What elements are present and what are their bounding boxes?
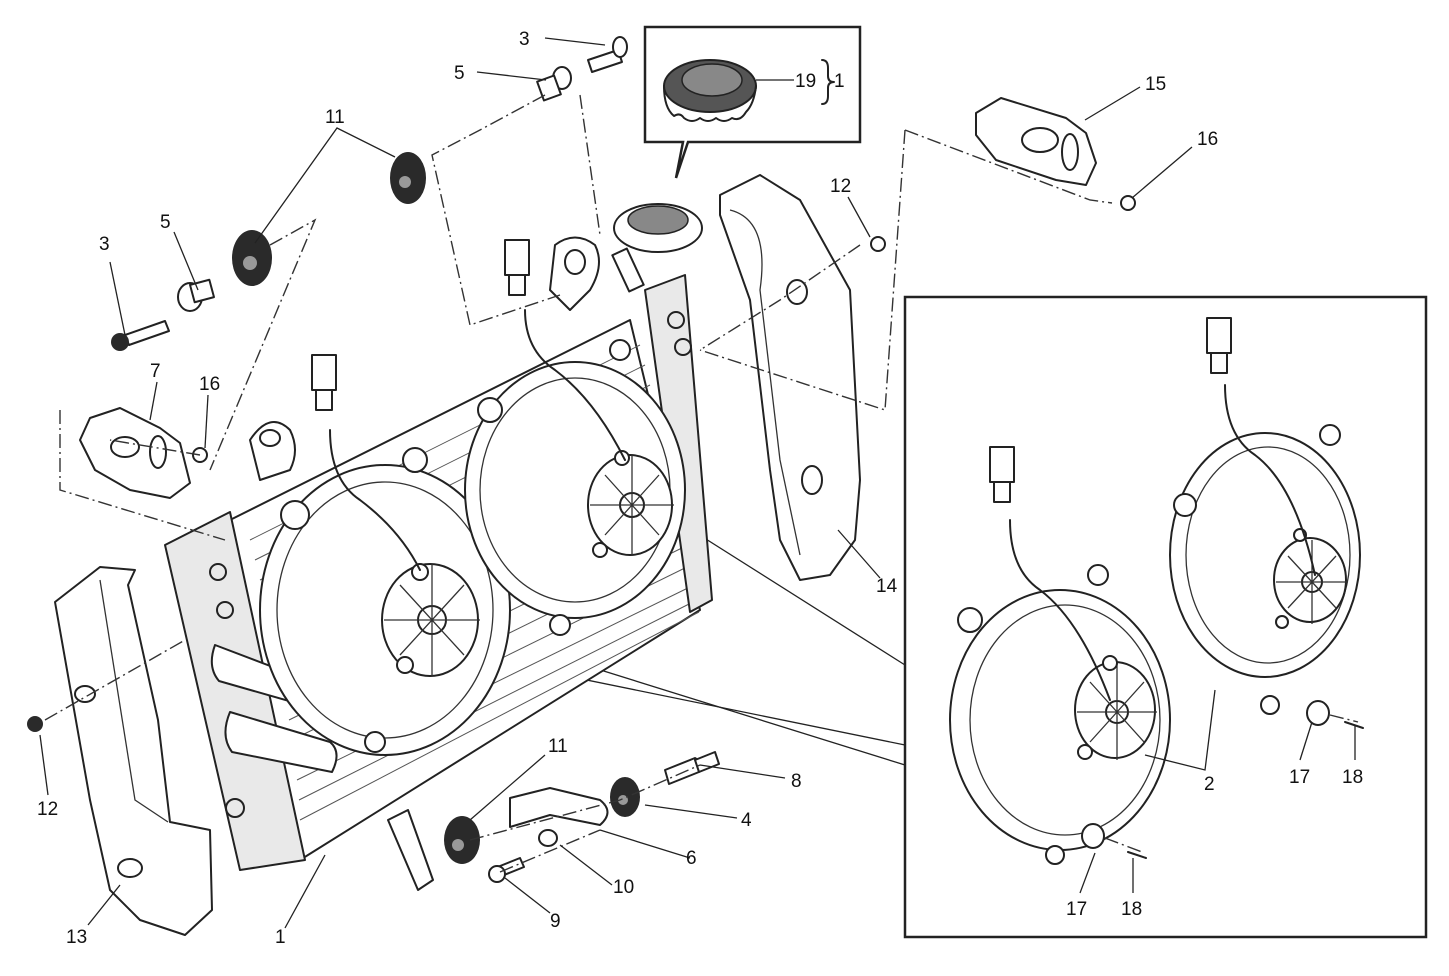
callout-5: 5 <box>454 63 465 84</box>
callout-6: 6 <box>686 848 697 869</box>
fan-inset-box <box>903 295 1428 939</box>
alignment-lines <box>44 94 1359 873</box>
bracket-icon <box>975 97 1097 186</box>
callout-11: 11 <box>325 107 345 128</box>
callout-12: 12 <box>37 799 58 820</box>
callout-7: 7 <box>150 361 161 382</box>
callout-4: 4 <box>741 810 752 831</box>
connector-icon <box>311 354 337 391</box>
radiator-cap-icon <box>613 203 703 253</box>
callout-2: 2 <box>1204 774 1215 795</box>
connector-icon <box>1206 317 1232 354</box>
callout-16: 16 <box>199 374 220 395</box>
grommet-icon <box>444 816 480 864</box>
callout-11: 11 <box>548 736 568 757</box>
callout-labels: 3 5 11 3 5 7 16 12 15 16 14 12 13 1 11 8… <box>37 29 1363 948</box>
callout-leaders <box>39 37 1356 929</box>
callout-3: 3 <box>519 29 530 50</box>
callout-3: 3 <box>99 234 110 255</box>
fan-right <box>464 239 686 636</box>
callout-18: 18 <box>1342 767 1363 788</box>
connector-icon <box>989 446 1015 483</box>
callout-9: 9 <box>550 911 561 932</box>
callout-13: 13 <box>66 927 87 948</box>
callout-18: 18 <box>1121 899 1142 920</box>
callout-17: 17 <box>1289 767 1310 788</box>
callout-19: 19 <box>795 71 816 92</box>
support-bracket-icon <box>509 787 609 828</box>
callout-14: 14 <box>876 576 898 597</box>
group-bracket <box>821 59 835 105</box>
right-side-cover <box>719 174 861 581</box>
callout-17: 17 <box>1066 899 1087 920</box>
inset-fan-front <box>949 446 1171 865</box>
connector-icon <box>504 239 530 276</box>
callout-15: 15 <box>1145 74 1166 95</box>
top-hardware-group <box>27 36 1136 732</box>
bottom-hardware-group <box>387 751 720 891</box>
fan-left <box>259 354 511 756</box>
callout-1: 1 <box>275 927 286 948</box>
callout-10: 10 <box>613 877 634 898</box>
callout-1-group: 1 <box>834 71 845 92</box>
callout-8: 8 <box>791 771 802 792</box>
callout-16: 16 <box>1197 129 1218 150</box>
callout-12: 12 <box>830 176 851 197</box>
left-side-cover <box>54 566 213 936</box>
cap-inset-box: 19 1 <box>643 25 862 179</box>
inset-fan-back <box>1169 317 1364 729</box>
callout-5: 5 <box>160 212 171 233</box>
